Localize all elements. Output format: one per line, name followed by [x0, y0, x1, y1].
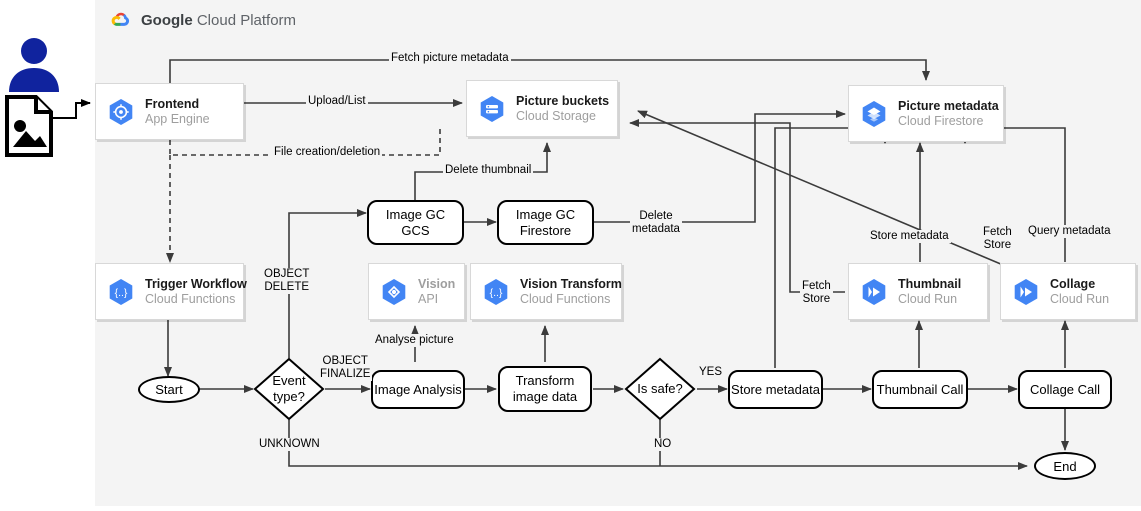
edge-label-unknown: UNKNOWN — [257, 438, 322, 452]
service-subtitle: Cloud Run — [898, 291, 958, 306]
service-subtitle: App Engine — [145, 111, 210, 126]
service-title: Frontend — [145, 96, 200, 111]
user-actor-icon — [9, 38, 59, 92]
svg-text:{..}: {..} — [115, 287, 128, 299]
terminator-end[interactable]: End — [1034, 452, 1096, 480]
service-card-picture-buckets[interactable]: Picture buckets Cloud Storage — [466, 80, 627, 146]
svg-text:{..}: {..} — [490, 287, 503, 299]
diamond-shape — [253, 357, 325, 421]
service-title: Vision Transform — [520, 276, 622, 291]
edge-label-fetch-picture-metadata: Fetch picture metadata — [389, 52, 511, 66]
service-title: Picture metadata — [898, 98, 999, 113]
process-label: Image Analysis — [374, 381, 462, 397]
process-collage-call[interactable]: Collage Call — [1018, 370, 1112, 409]
service-card-collage[interactable]: Collage Cloud Run — [1000, 263, 1136, 320]
gcp-platform-panel — [95, 0, 1141, 506]
service-card-vision-api[interactable]: Vision API — [368, 263, 465, 320]
process-thumbnail-call[interactable]: Thumbnail Call — [872, 370, 968, 409]
service-title: Picture buckets — [516, 93, 610, 108]
diamond-shape — [624, 357, 696, 421]
cloud-storage-icon — [480, 95, 504, 122]
service-card-thumbnail[interactable]: Thumbnail Cloud Run — [848, 263, 997, 329]
process-label: Store metadata — [731, 381, 820, 397]
service-subtitle: Cloud Run — [1050, 291, 1110, 306]
gcp-platform-header: Google Cloud Platform — [110, 10, 296, 30]
service-subtitle: Cloud Firestore — [898, 113, 984, 128]
process-image-analysis[interactable]: Image Analysis — [371, 370, 465, 409]
edge-label-upload-list: Upload/List — [306, 95, 368, 109]
edge-label-delete-thumbnail: Delete thumbnail — [443, 164, 534, 178]
cloud-run-icon — [862, 278, 886, 305]
app-engine-icon — [109, 98, 133, 125]
service-card-frontend[interactable]: Frontend App Engine — [95, 83, 244, 140]
decision-is-safe[interactable]: Is safe? — [624, 357, 696, 421]
edge-label-store-metadata: Store metadata — [868, 230, 951, 244]
google-cloud-logo — [111, 12, 130, 26]
edge-label-yes: YES — [697, 366, 725, 380]
service-subtitle: Cloud Functions — [520, 291, 611, 306]
cloud-functions-icon: {..} — [484, 278, 508, 305]
process-label: Thumbnail Call — [876, 381, 964, 397]
firestore-icon — [862, 100, 886, 127]
service-title: Collage — [1050, 276, 1096, 291]
terminator-label: Start — [155, 382, 183, 397]
edge-label-no: NO — [652, 438, 674, 452]
service-card-picture-metadata[interactable]: Picture metadata Cloud Firestore — [848, 85, 1004, 142]
gcp-brand-rest: Cloud Platform — [192, 11, 297, 29]
terminator-start[interactable]: Start — [138, 376, 200, 403]
service-title: Trigger Workflow — [145, 276, 247, 291]
service-subtitle: Cloud Storage — [516, 108, 596, 123]
service-subtitle: API — [418, 291, 439, 306]
gcp-brand-bold: Google — [141, 11, 193, 29]
service-card-trigger-workflow[interactable]: {..} Trigger Workflow Cloud Functions — [95, 263, 253, 329]
vision-api-icon — [382, 278, 406, 305]
image-file-icon — [5, 95, 53, 157]
service-title: Vision — [418, 276, 456, 291]
service-card-vision-transform[interactable]: {..} Vision Transform Cloud Functions — [470, 263, 622, 320]
edge-label-query-metadata: Query metadata — [1026, 225, 1113, 239]
cloud-run-icon — [1014, 278, 1038, 305]
decision-label: Is safe? — [637, 381, 683, 397]
service-title: Thumbnail — [898, 276, 962, 291]
process-label: Collage Call — [1029, 381, 1101, 397]
service-subtitle: Cloud Functions — [145, 291, 236, 306]
gcp-header-label: Google Cloud Platform — [141, 12, 296, 29]
terminator-label: End — [1053, 458, 1077, 474]
process-store-metadata[interactable]: Store metadata — [728, 370, 823, 409]
edge-label-analyse-picture: Analyse picture — [373, 334, 456, 348]
cloud-functions-icon: {..} — [109, 278, 133, 305]
edge-label-file-creation-deletion: File creation/deletion — [272, 146, 383, 160]
